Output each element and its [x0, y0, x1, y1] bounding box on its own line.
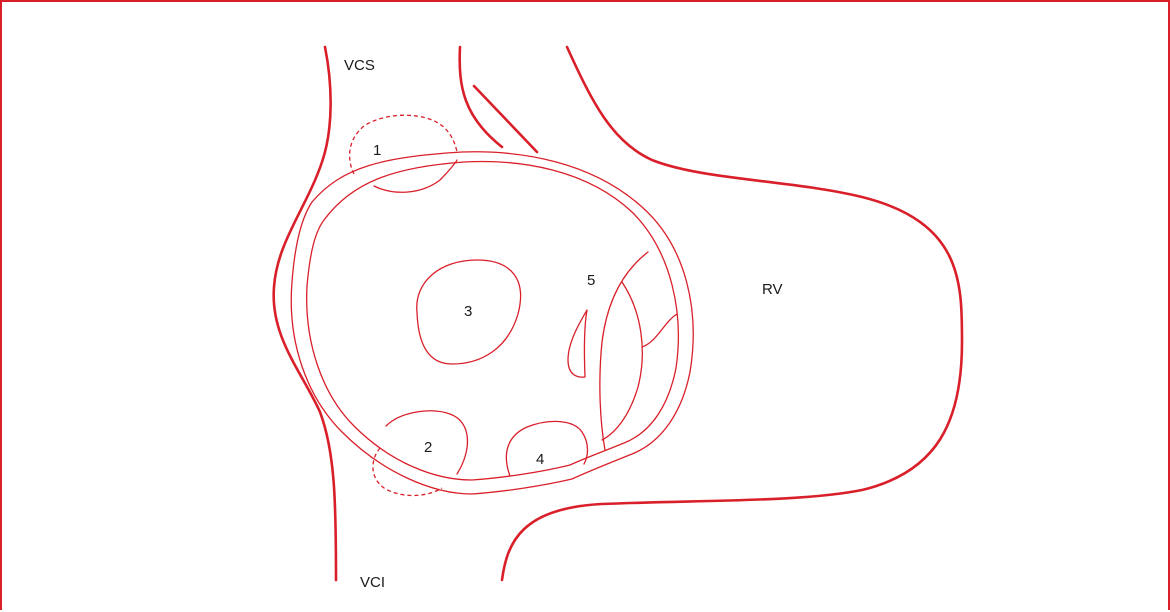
atrium-inner-wall — [307, 162, 679, 480]
label-4: 4 — [536, 451, 544, 468]
label-rv: RV — [762, 281, 783, 298]
atrium-outer-wall — [291, 152, 693, 494]
label-2: 2 — [424, 439, 432, 456]
right-ventricle-outline — [502, 47, 962, 580]
structure-1-dashed — [350, 115, 457, 174]
leaflet-line-inner — [602, 282, 642, 440]
structure-5-shape — [568, 310, 587, 377]
structure-4-outline — [506, 421, 587, 476]
leaflet-line-outer — [600, 252, 648, 450]
vena-cava-left-wall — [274, 47, 336, 580]
leaflet-tip — [642, 314, 677, 347]
label-1: 1 — [373, 142, 381, 159]
label-vcs: VCS — [344, 57, 375, 74]
label-5: 5 — [587, 272, 595, 289]
label-vci: VCI — [360, 574, 385, 591]
vcs-right-wall — [460, 47, 502, 147]
label-3: 3 — [464, 303, 472, 320]
vcs-inner-line — [474, 86, 537, 152]
